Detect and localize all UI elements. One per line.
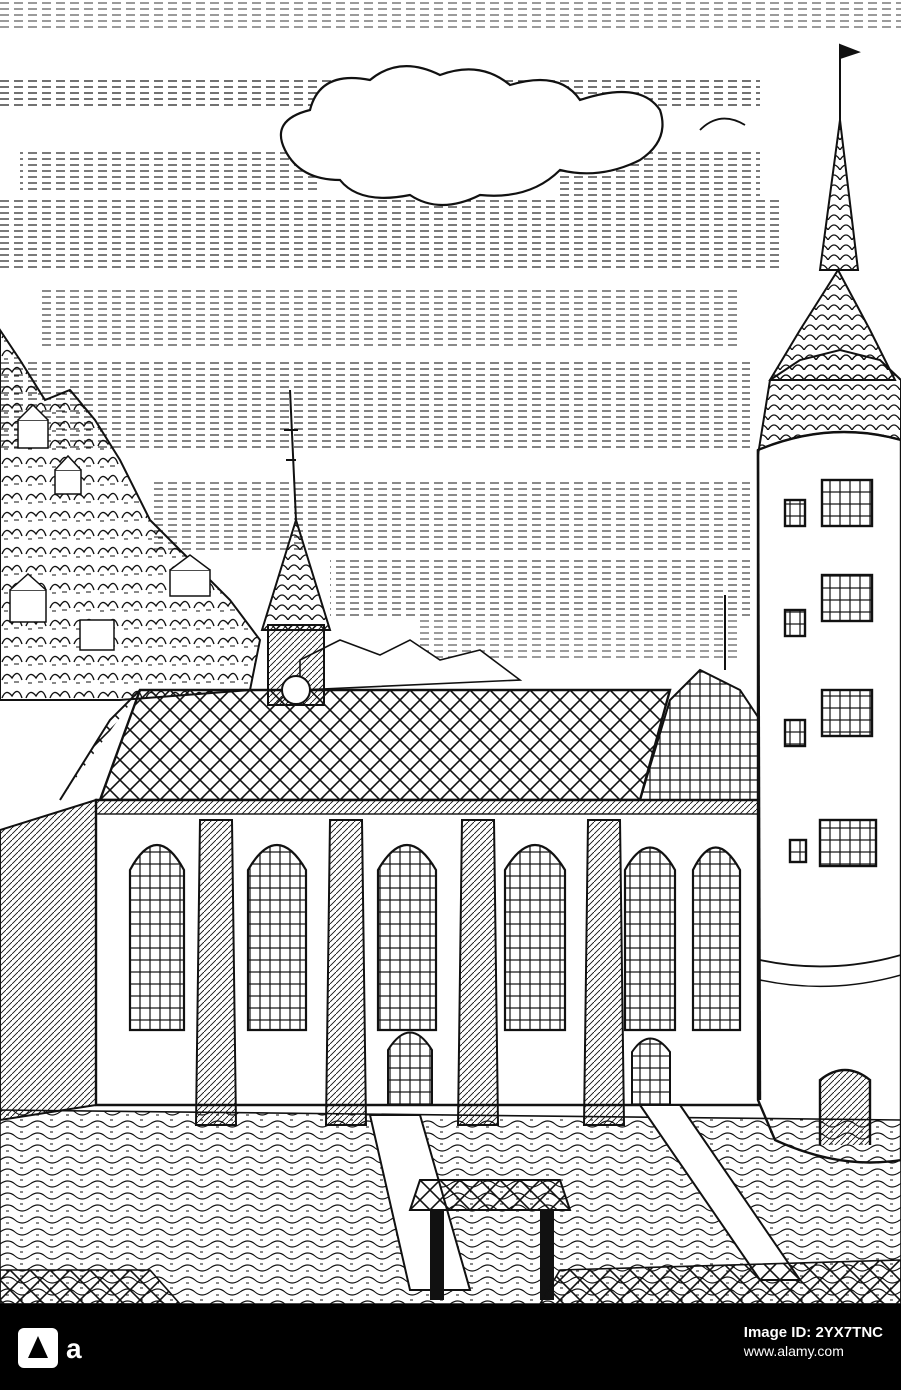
- svg-text:a: a: [66, 1333, 82, 1364]
- cloud: [279, 65, 664, 206]
- watermark-info: Image ID: 2YX7TNC www.alamy.com: [744, 1324, 883, 1360]
- sky-hatching: [0, 0, 901, 660]
- clock-turret: [260, 389, 332, 706]
- tower-spire: [757, 43, 901, 456]
- image-id-label: Image ID: 2YX7TNC: [743, 1324, 883, 1341]
- buttresses: [194, 819, 626, 1126]
- church-roof: [98, 688, 672, 802]
- distant-hills: [299, 639, 523, 691]
- side-chapel: [0, 798, 97, 1122]
- round-tower: [756, 430, 901, 1164]
- lower-roofs: [0, 1269, 182, 1304]
- well-roof: [408, 1179, 572, 1211]
- church-doors: [387, 1031, 671, 1106]
- woodcut-illustration: [0, 0, 901, 1304]
- watermark-footer: [0, 1304, 901, 1390]
- hill-buildings: [9, 403, 211, 651]
- site-url: www.alamy.com: [743, 1343, 844, 1359]
- gothic-windows: [128, 843, 742, 1032]
- alamy-logo: a: [18, 1328, 82, 1368]
